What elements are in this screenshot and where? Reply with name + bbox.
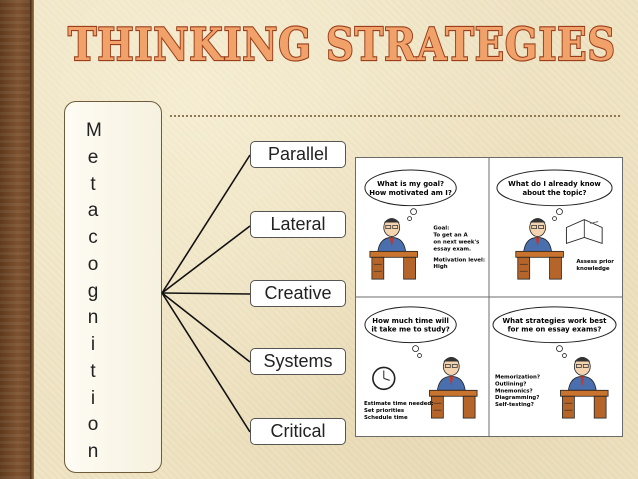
svg-text:Estimate time needed:: Estimate time needed: [364,401,434,407]
svg-text:Assess prior: Assess prior [576,259,614,265]
metacognition-letter: o [87,253,99,275]
strategy-lateral: Lateral [250,211,346,238]
svg-text:on next week's: on next week's [433,239,479,245]
slide-title: THINKING STRATEGIES [67,17,616,72]
slide-title-text: THINKING STRATEGIES [68,18,616,71]
svg-text:Set priorities: Set priorities [364,408,404,414]
student-at-desk-icon [559,356,609,419]
strategy-creative: Creative [250,280,346,307]
title-divider [170,115,620,117]
comic-panel-3: How much time will it take me to study? … [364,306,478,421]
metacognition-letter: t [90,360,96,382]
svg-text:Diagramming?: Diagramming? [495,395,539,401]
svg-text:What do I already know: What do I already know [508,180,601,188]
svg-text:for me on essay exams?: for me on essay exams? [508,326,602,334]
metacognition-letter: t [90,173,96,195]
svg-text:Memorization?: Memorization? [495,374,540,380]
svg-text:essay exam.: essay exam. [433,246,471,252]
svg-text:it take me to study?: it take me to study? [371,326,449,334]
metacognition-letter: i [90,387,96,409]
comic-panel-4: What strategies work best for me on essa… [492,306,617,419]
svg-text:about the topic?: about the topic? [522,189,586,197]
svg-text:Motivation level:: Motivation level: [433,257,485,263]
wood-strip-edge [30,0,34,479]
svg-text:What is my goal?: What is my goal? [377,180,444,188]
svg-text:Schedule time: Schedule time [364,415,408,421]
strategy-critical: Critical [250,418,346,445]
metacognition-letter: a [87,200,99,222]
metacognition-comic: What is my goal? How motivated am I? Goa… [355,157,623,437]
student-at-desk-icon [369,217,419,280]
metacognition-letter: n [87,441,99,462]
metacognition-letter: o [87,414,99,436]
comic-panel-2: What do I already know about the topic? … [496,169,614,280]
comic-panel-1: What is my goal? How motivated am I? Goa… [364,169,485,280]
svg-text:Mnemonics?: Mnemonics? [495,388,533,394]
svg-text:How much time will: How much time will [372,317,449,325]
strategy-systems: Systems [250,348,346,375]
svg-text:What strategies work best: What strategies work best [503,317,608,325]
svg-text:How motivated am I?: How motivated am I? [369,189,452,197]
student-at-desk-icon [428,356,478,419]
svg-text:To get an A: To get an A [433,232,468,238]
svg-text:Outlining?: Outlining? [495,381,526,387]
svg-text:Goal:: Goal: [433,226,449,232]
metacognition-letter: n [87,307,99,329]
strategy-parallel: Parallel [250,141,346,168]
svg-text:Self-testing?: Self-testing? [495,402,534,408]
clock-icon [372,366,396,391]
open-book-icon [565,219,603,245]
metacognition-letter: g [87,280,99,302]
metacognition-letter: e [87,146,99,168]
wood-strip [0,0,30,479]
metacognition-letter: c [88,227,98,248]
metacognition-letter: M [86,120,102,141]
svg-text:High: High [433,264,447,270]
svg-text:knowledge: knowledge [576,266,610,272]
metacognition-letter: i [90,334,96,355]
student-at-desk-icon [515,217,564,280]
